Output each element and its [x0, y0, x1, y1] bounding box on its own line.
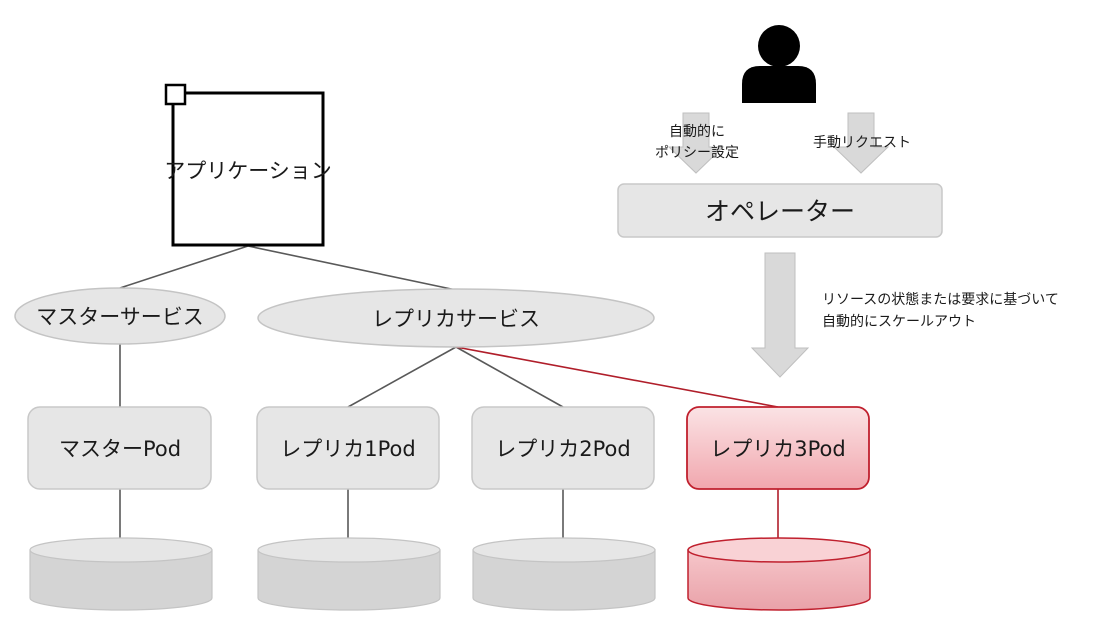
master-pod-label: マスターPod — [59, 437, 181, 461]
replica2-pod: レプリカ2Pod — [471, 406, 655, 490]
connectors — [119, 245, 779, 539]
master-service-label: マスターサービス — [36, 305, 204, 329]
application-handle — [164, 83, 187, 106]
manual-request-arrow — [832, 112, 890, 174]
replica1-pod-label: レプリカ1Pod — [280, 437, 415, 461]
master-pod: マスターPod — [27, 406, 212, 490]
master-storage-cylinder — [29, 537, 213, 611]
manual-request-label: 手動リクエスト — [813, 135, 911, 151]
auto-policy-label-line2: ポリシー設定 — [655, 145, 739, 161]
replica2-storage-cylinder — [472, 537, 656, 611]
connector-app-master-service — [119, 245, 249, 289]
user-icon — [742, 25, 816, 103]
auto-policy-arrow — [667, 112, 725, 174]
replica3-pod: レプリカ3Pod — [686, 406, 870, 490]
operator-label: オペレーター — [705, 197, 855, 226]
replica-service-label: レプリカサービス — [372, 307, 540, 331]
replica3-storage-cylinder — [687, 537, 871, 611]
master-service: マスターサービス — [14, 287, 226, 345]
connector-replica-service-pod3 — [455, 346, 779, 408]
scale-note-line2: 自動的にスケールアウト — [822, 314, 976, 330]
connector-app-replica-service — [247, 245, 457, 291]
scale-out-arrow — [750, 252, 810, 378]
application-box: アプリケーション — [164, 83, 332, 247]
auto-policy-label-line1: 自動的に — [669, 124, 725, 140]
scale-note-line1: リソースの状態または要求に基づいて — [822, 291, 1059, 308]
replica1-pod: レプリカ1Pod — [256, 406, 440, 490]
operator-box: オペレーター — [617, 183, 943, 238]
replica1-storage-cylinder — [257, 537, 441, 611]
replica3-pod-label: レプリカ3Pod — [710, 437, 845, 461]
connector-replica-service-pod2 — [455, 346, 564, 408]
replica2-pod-label: レプリカ2Pod — [495, 437, 630, 461]
connector-replica-service-pod1 — [347, 346, 457, 408]
replica-service: レプリカサービス — [257, 288, 655, 348]
application-label: アプリケーション — [164, 159, 332, 183]
